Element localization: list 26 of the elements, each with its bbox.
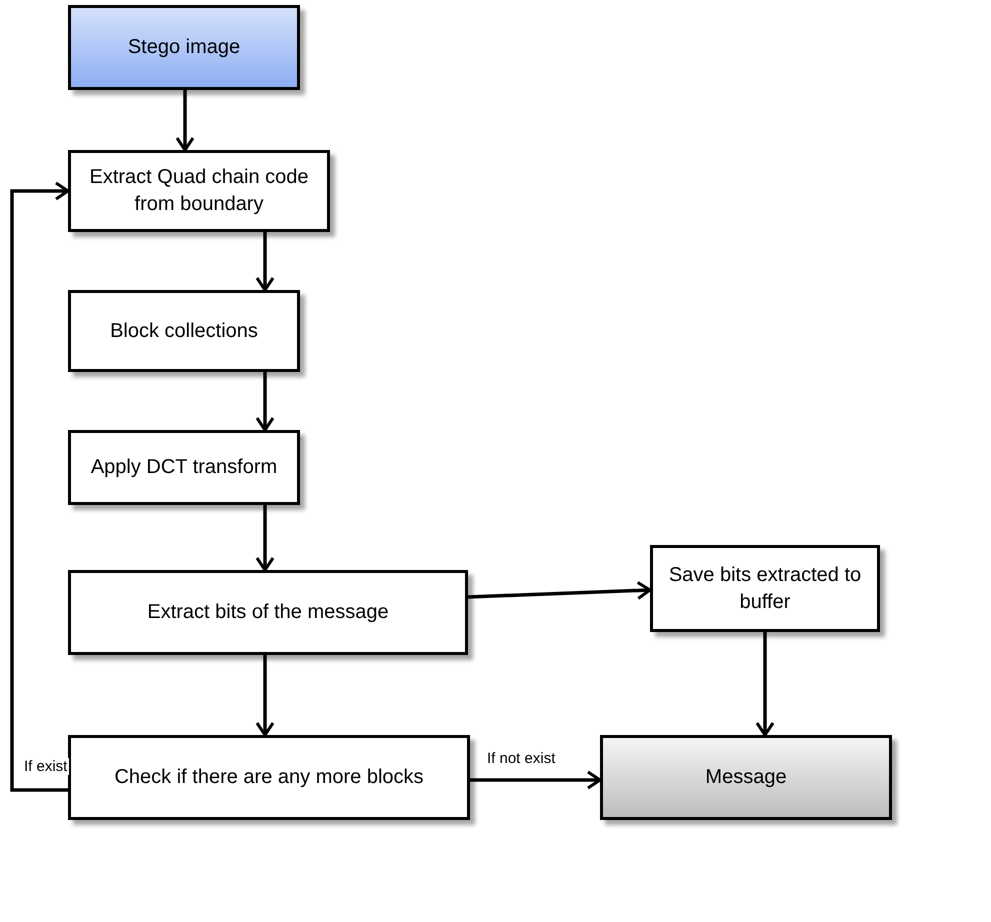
box-label: Apply DCT transform bbox=[90, 455, 278, 480]
arrow bbox=[756, 632, 774, 736]
arrow bbox=[256, 505, 274, 572]
process-box bbox=[68, 5, 300, 90]
edge-label: If exist bbox=[22, 758, 70, 775]
box-label: Save bits extracted to buffer bbox=[668, 562, 862, 614]
arrow bbox=[256, 372, 274, 432]
arrow bbox=[256, 232, 274, 292]
box-label: Extract bits of the message bbox=[147, 600, 389, 625]
process-box bbox=[650, 545, 880, 632]
process-box bbox=[68, 570, 468, 655]
arrow bbox=[256, 655, 274, 736]
box-label: Block collections bbox=[110, 318, 258, 344]
process-box bbox=[68, 150, 330, 232]
process-box bbox=[68, 430, 300, 505]
box-label: Stego image bbox=[128, 35, 240, 60]
process-box bbox=[600, 735, 892, 820]
box-label: Message bbox=[705, 765, 787, 790]
arrow bbox=[176, 90, 194, 152]
box-label: Extract Quad chain code from boundary bbox=[88, 165, 310, 217]
arrow bbox=[468, 580, 652, 600]
process-box bbox=[68, 290, 300, 372]
arrow bbox=[470, 770, 602, 790]
box-label: Check if there are any more blocks bbox=[114, 765, 424, 790]
arrow bbox=[10, 182, 70, 792]
process-box bbox=[68, 735, 470, 820]
